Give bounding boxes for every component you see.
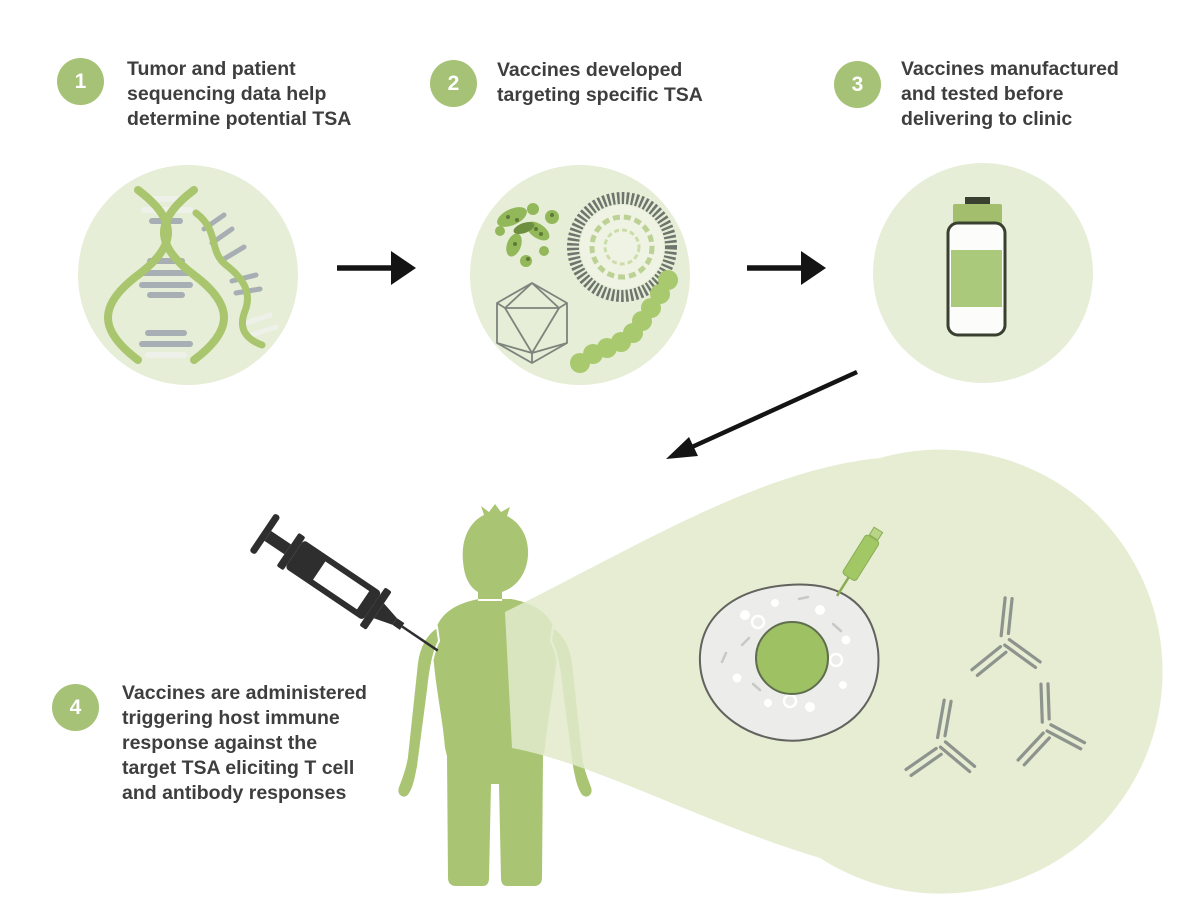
step-4-line-1: Vaccines are administered [122, 682, 367, 704]
step-3-badge: 3 [834, 61, 881, 108]
step-4-label: Vaccines are administered triggering hos… [122, 681, 412, 806]
arrow-diagonal-icon [666, 369, 858, 459]
stage-circle-vaccine-platforms [470, 165, 690, 385]
step-4-line-3: response against the [122, 732, 318, 754]
vial-lip [965, 197, 990, 205]
left-arm [396, 625, 441, 799]
virus-particle-icon [567, 192, 677, 302]
step-3-label: Vaccines manufactured and tested before … [901, 57, 1141, 132]
cell-nucleus [755, 621, 829, 695]
step-3-line-3: delivering to clinic [901, 108, 1073, 130]
dna-icon [104, 186, 228, 364]
step-4-line-5: and antibody responses [122, 782, 347, 804]
rna-strand-icon [192, 209, 279, 349]
step-1-line-1: Tumor and patient [127, 58, 296, 80]
arrow-right-icon-2 [747, 251, 826, 285]
icosahedron-virus-icon [496, 282, 568, 364]
syringe-icon [250, 514, 439, 652]
step-1-label: Tumor and patient sequencing data help d… [127, 57, 367, 132]
step-2-line-1: Vaccines developed [497, 59, 683, 81]
step-3-line-2: and tested before [901, 83, 1064, 105]
cell-vesicles [720, 595, 851, 712]
step-2-badge: 2 [430, 60, 477, 107]
intracellular-syringe-icon [835, 526, 884, 597]
step-4-badge: 4 [52, 684, 99, 731]
sequencing-illustration [104, 186, 279, 364]
step-2-label: Vaccines developed targeting specific TS… [497, 58, 737, 108]
bacteria-icon [495, 203, 559, 267]
step-4-line-2: triggering host immune [122, 707, 340, 729]
step-1-badge: 1 [57, 58, 104, 105]
vaccine-platforms-illustration [495, 192, 678, 373]
step-4-line-4: target TSA eliciting T cell [122, 757, 355, 779]
arrow-right-icon-1 [337, 251, 416, 285]
step-3-line-1: Vaccines manufactured [901, 58, 1119, 80]
vaccine-vial-icon [946, 197, 1007, 337]
peptide-chain-icon [570, 270, 678, 373]
vial-cap [953, 204, 1002, 225]
stage-circle-manufacturing [873, 163, 1093, 383]
administration-illustration [250, 449, 1163, 894]
vial-liquid [951, 250, 1002, 307]
step-2-line-2: targeting specific TSA [497, 84, 703, 106]
stage-circle-sequencing [78, 165, 298, 385]
step-1-line-3: determine potential TSA [127, 108, 352, 130]
step-1-line-2: sequencing data help [127, 83, 327, 105]
cell-icon [698, 583, 880, 742]
